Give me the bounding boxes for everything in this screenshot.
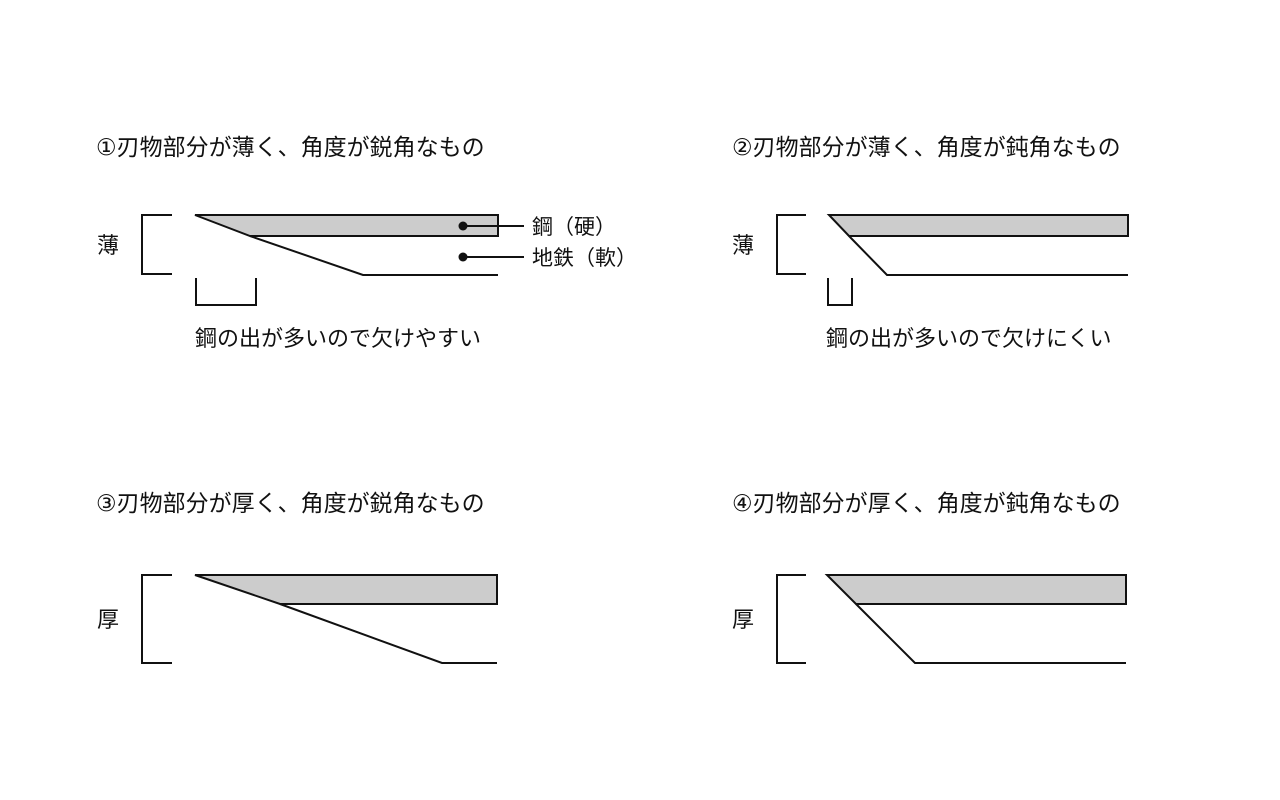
panel-1-thickness-label: 薄	[97, 234, 119, 259]
panel-1-steel-exposure-bracket	[195, 278, 257, 306]
panel-3-thickness-bracket	[141, 574, 172, 664]
panel-4-title: ④刃物部分が厚く、角度が鈍角なもの	[732, 491, 1121, 517]
panel-2-title: ②刃物部分が薄く、角度が鈍角なもの	[732, 135, 1121, 161]
panel-3-steel-layer	[194, 574, 498, 605]
panel-1: ①刃物部分が薄く、角度が鋭角なもの 薄 鋼の出が多いので欠けやすい 鋼（硬） 地…	[96, 135, 637, 352]
panel-1-thickness-bracket	[141, 214, 172, 275]
panel-4-thickness-label: 厚	[732, 608, 754, 633]
panel-3-thickness-label: 厚	[97, 608, 119, 633]
panel-4-thickness-bracket	[776, 574, 806, 664]
panel-2-thickness-label: 薄	[732, 234, 754, 259]
panel-2-thickness-bracket	[776, 214, 806, 275]
panel-2-steel-layer	[826, 214, 1129, 237]
panel-4-iron-edge	[855, 603, 1126, 664]
panel-1-title: ①刃物部分が薄く、角度が鋭角なもの	[96, 135, 485, 161]
panel-1-iron-edge	[249, 235, 498, 276]
panel-1-note: 鋼の出が多いので欠けやすい	[195, 327, 481, 352]
panel-2: ②刃物部分が薄く、角度が鈍角なもの 薄 鋼の出が多いので欠けにくい	[732, 135, 1129, 352]
panel-2-iron-edge	[848, 235, 1128, 276]
panel-3-iron-edge	[279, 603, 497, 664]
panel-3: ③刃物部分が厚く、角度が鋭角なもの 厚	[96, 491, 498, 664]
panel-4: ④刃物部分が厚く、角度が鈍角なもの 厚	[732, 491, 1127, 664]
legend: 鋼（硬） 地鉄（軟）	[458, 215, 637, 270]
panel-2-note: 鋼の出が多いので欠けにくい	[826, 327, 1112, 352]
legend-iron-label: 地鉄（軟）	[532, 246, 637, 270]
panel-1-steel-layer	[194, 214, 499, 237]
legend-steel-label: 鋼（硬）	[532, 215, 616, 239]
panel-4-steel-layer	[824, 574, 1127, 605]
panel-2-steel-exposure-bracket	[827, 278, 853, 306]
panel-3-title: ③刃物部分が厚く、角度が鋭角なもの	[96, 491, 485, 517]
